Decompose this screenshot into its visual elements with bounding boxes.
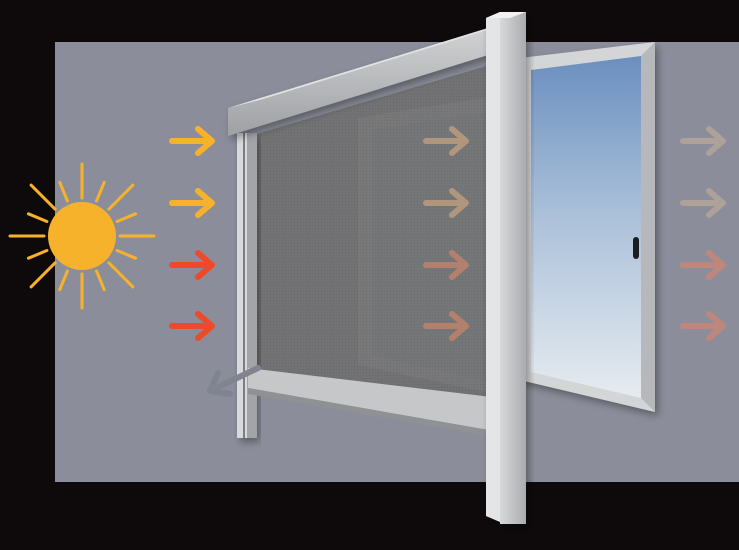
window-handle bbox=[633, 237, 639, 259]
screen-bottom-bar bbox=[248, 368, 500, 432]
incoming-heat-arrow bbox=[169, 311, 215, 341]
sun-ray bbox=[29, 183, 57, 211]
screen-cassette bbox=[228, 20, 520, 136]
filtered-heat-arrow bbox=[423, 188, 469, 218]
filtered-heat-arrow bbox=[423, 126, 469, 156]
reflected-heat-arrow bbox=[207, 365, 261, 397]
sun-ray bbox=[26, 249, 49, 260]
sun-ray bbox=[115, 249, 138, 260]
transmitted-heat-arrow bbox=[680, 250, 726, 280]
sun-ray bbox=[95, 269, 106, 292]
reflected-heat-arrow bbox=[207, 365, 261, 397]
sun-ray bbox=[26, 212, 49, 223]
incoming-heat-arrows bbox=[169, 126, 215, 341]
incoming-heat-arrow bbox=[169, 250, 215, 280]
sun-ray bbox=[107, 261, 135, 289]
sun-ray bbox=[58, 180, 69, 203]
left-guide-rail bbox=[237, 133, 257, 438]
sun-ray bbox=[29, 261, 57, 289]
sun-icon bbox=[8, 162, 156, 310]
sun-ray bbox=[115, 212, 138, 223]
solar-screen-blind bbox=[250, 62, 500, 400]
incoming-heat-arrow bbox=[169, 126, 215, 156]
sun-disc bbox=[48, 202, 116, 270]
sun-ray bbox=[58, 269, 69, 292]
right-post bbox=[486, 12, 526, 524]
filtered-heat-arrow bbox=[423, 311, 469, 341]
sun-ray bbox=[107, 183, 135, 211]
transmitted-heat-arrows bbox=[680, 126, 726, 341]
transmitted-heat-arrow bbox=[680, 188, 726, 218]
incoming-heat-arrow bbox=[169, 188, 215, 218]
window-frame bbox=[520, 42, 655, 412]
filtered-heat-arrow bbox=[423, 250, 469, 280]
filtered-heat-arrows bbox=[423, 126, 469, 341]
transmitted-heat-arrow bbox=[680, 126, 726, 156]
sun-ray bbox=[95, 180, 106, 203]
transmitted-heat-arrow bbox=[680, 311, 726, 341]
